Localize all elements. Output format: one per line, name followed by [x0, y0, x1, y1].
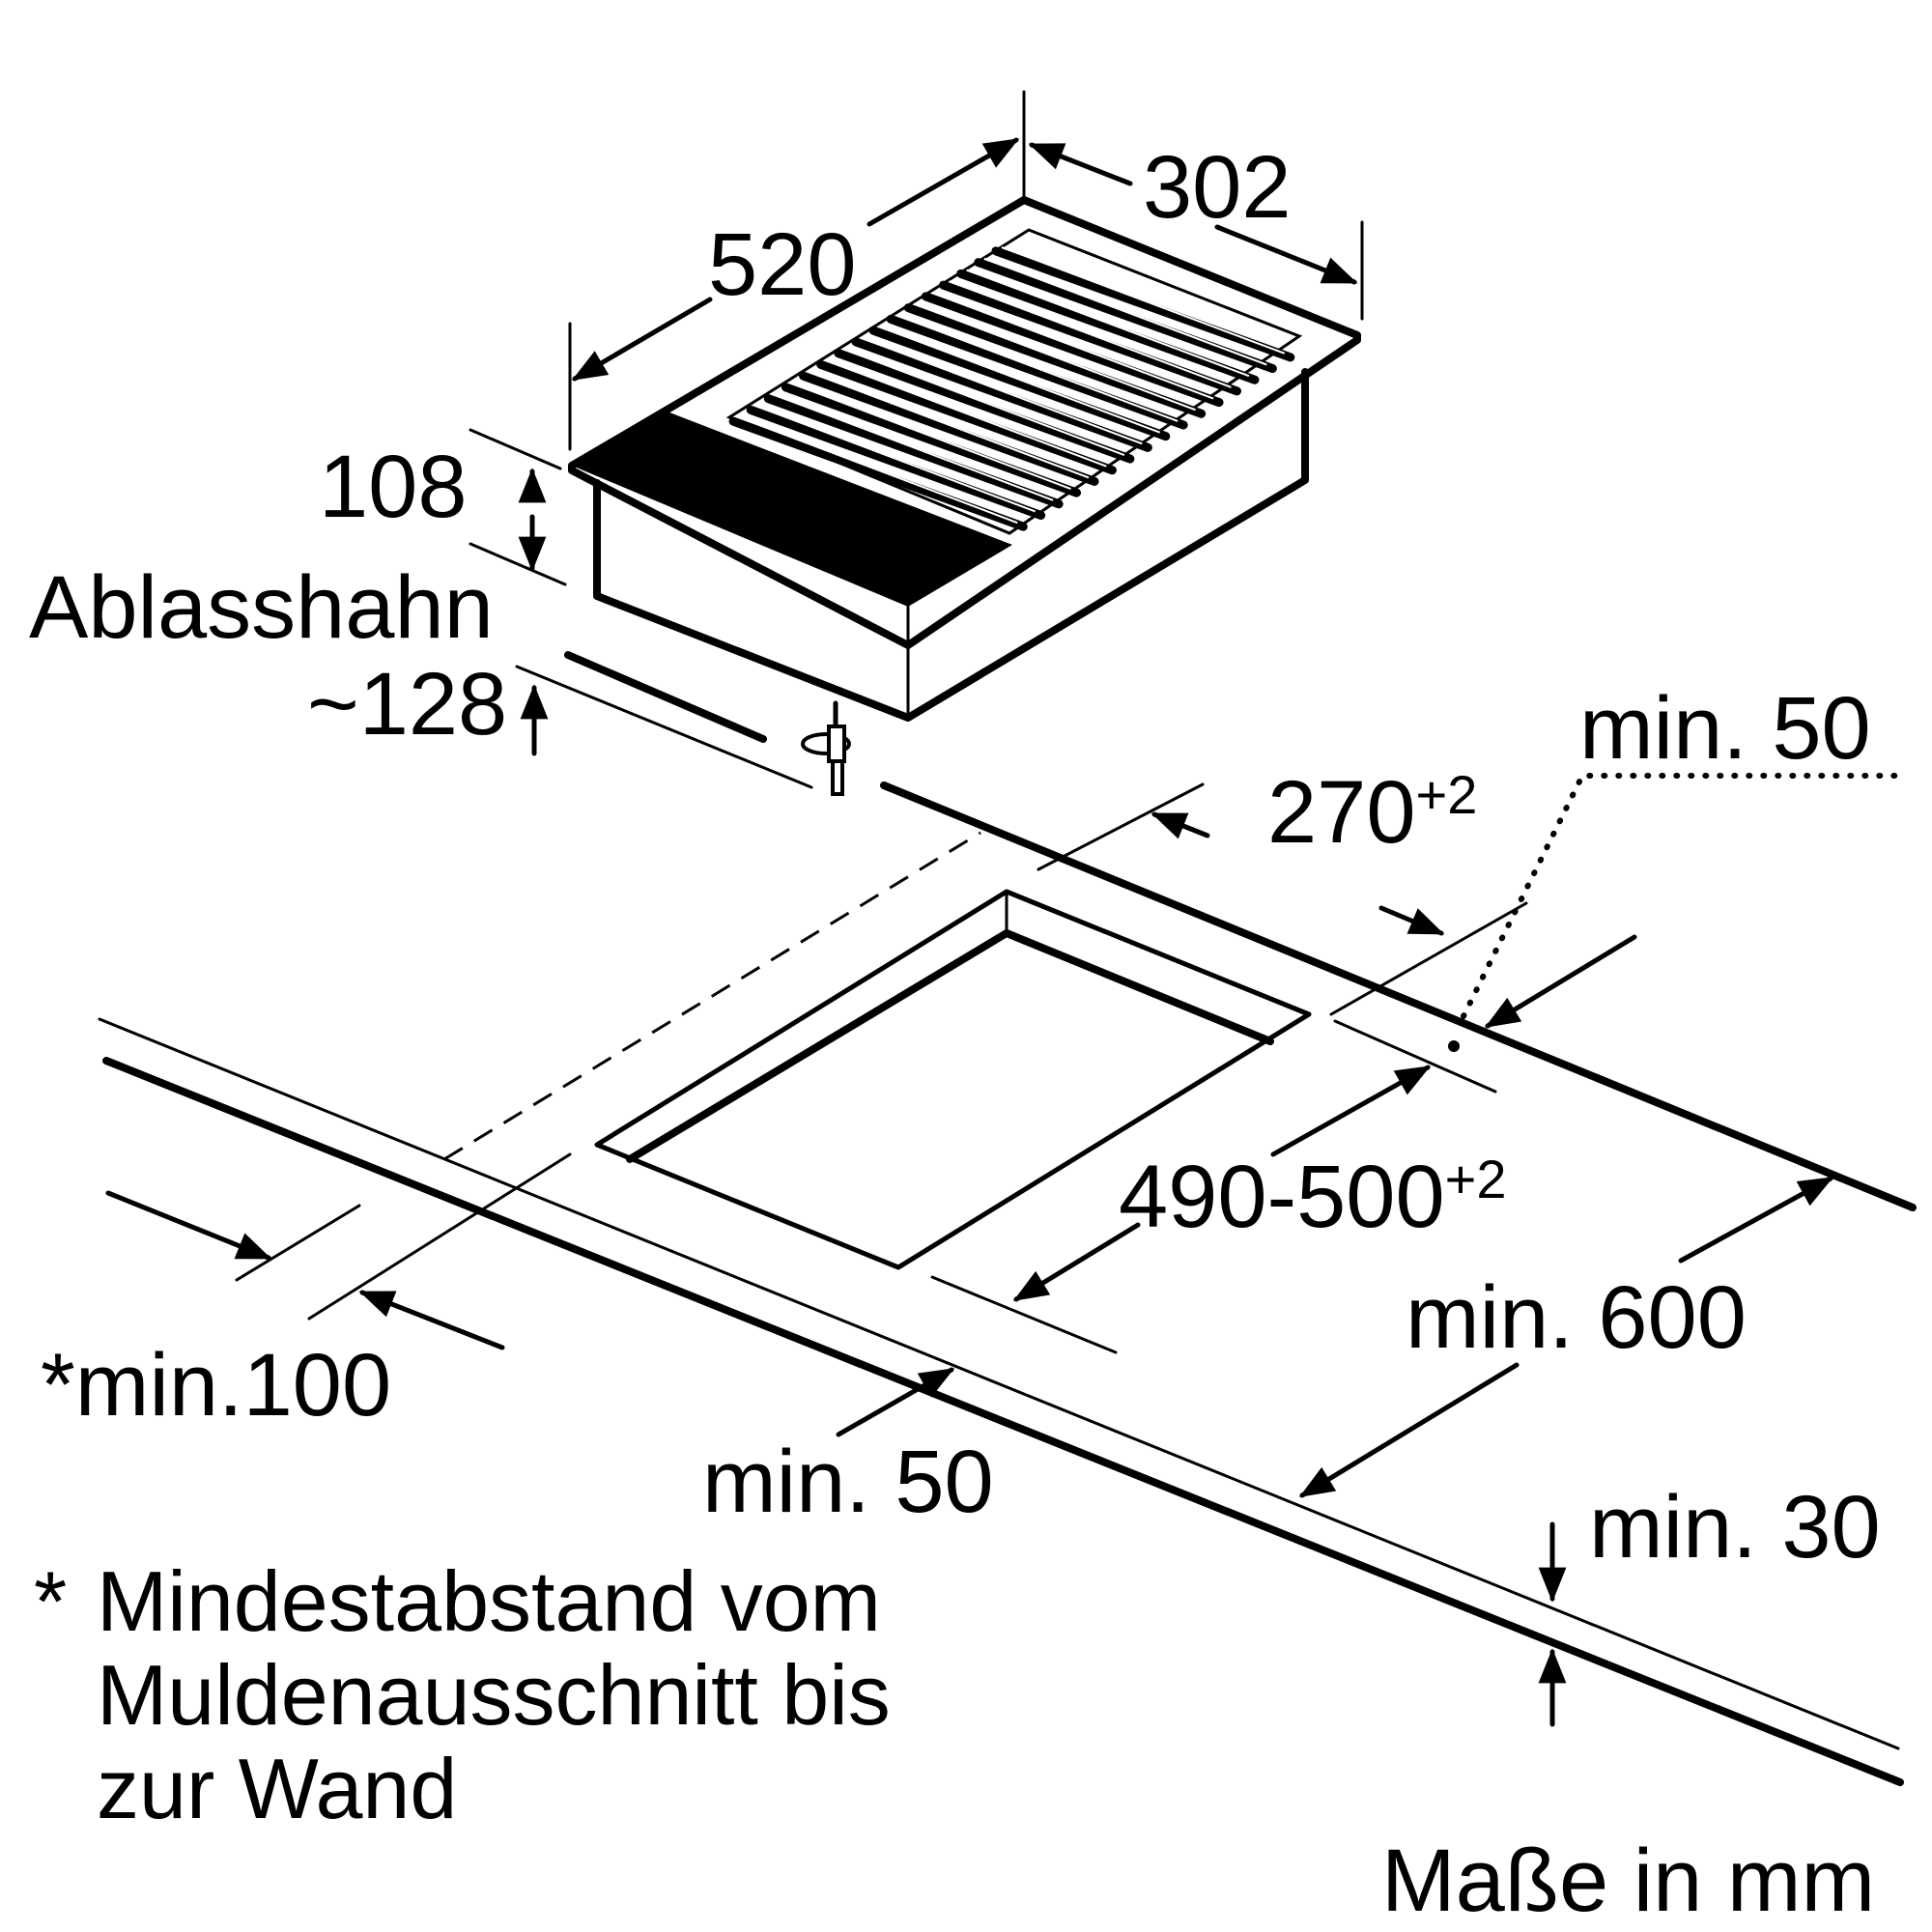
grill-bar-highlight [913, 302, 1196, 412]
label-cutout-depth: 490-500+2 [1119, 1148, 1507, 1246]
footnote-line-1: Mindestabstand vom [97, 1553, 881, 1649]
grill-bar-highlight [843, 348, 1125, 456]
grill-grate-frame [725, 228, 1303, 535]
grill-bar-highlight [878, 326, 1161, 434]
grill-bar-highlight [931, 291, 1214, 400]
grill-bar [939, 280, 1241, 396]
label-worktop-thickness: min. 30 [1589, 1478, 1881, 1577]
grill-bar-highlight [738, 416, 1018, 525]
grill-bar [921, 292, 1224, 408]
units-note: Maße in mm [1381, 1832, 1875, 1930]
label-rear-clearance: min. 50 [1579, 679, 1871, 778]
grill-bar [799, 371, 1099, 486]
control-panel [572, 411, 1012, 607]
grill-appliance [568, 196, 1361, 722]
grill-bar [728, 416, 1028, 531]
grill-bar-highlight [966, 269, 1250, 378]
grill-bar-highlight [895, 314, 1179, 422]
label-cutout-width: 270+2 [1267, 763, 1477, 862]
grill-bar-highlight [755, 405, 1037, 513]
cutout [594, 889, 1312, 1270]
footnote-line-3: zur Wand [97, 1741, 457, 1836]
label-drain-height: ~128 [307, 655, 507, 753]
grill-bar [763, 394, 1064, 509]
grill-bar-highlight [809, 371, 1090, 479]
grill-bar-highlight [773, 393, 1054, 501]
label-drain: Ablasshahn [29, 558, 494, 657]
grill-bar [851, 337, 1152, 452]
grill-bar [746, 405, 1046, 520]
grill-bar [834, 349, 1135, 464]
grill-bar [974, 258, 1277, 374]
grill-bar-highlight [983, 257, 1267, 366]
footnote-line-2: Muldenausschnitt bis [97, 1647, 891, 1743]
grill-bar [903, 303, 1207, 418]
footnote-marker: * [34, 1553, 67, 1649]
grill-bar [868, 326, 1171, 441]
grill-bar [781, 383, 1082, 497]
grill-bar [956, 269, 1260, 384]
grill-bar-highlight [861, 336, 1143, 445]
grill-bar-highlight [949, 280, 1232, 388]
cutout-dimension-lines [105, 773, 1901, 1727]
grill-bar [991, 246, 1295, 362]
grill-bar [816, 359, 1117, 475]
worktop [98, 651, 1917, 1786]
grill-bar-highlight [1001, 245, 1286, 355]
label-108: 108 [319, 438, 468, 536]
label-front-clearance: min. 50 [702, 1433, 994, 1531]
appliance-dimension-lines [469, 90, 1364, 789]
label-520: 520 [708, 215, 857, 314]
grill-bar [886, 314, 1188, 430]
label-worktop-depth: min. 600 [1406, 1268, 1747, 1367]
grill-bars [728, 245, 1295, 531]
footnote: * Mindestabstand vom Muldenausschnitt bi… [34, 1553, 891, 1836]
grill-bar-highlight [826, 359, 1107, 468]
label-side-clearance: *min.100 [41, 1336, 391, 1435]
label-302: 302 [1143, 138, 1292, 237]
drain-valve-icon [801, 700, 851, 796]
grill-bar-highlight [791, 382, 1071, 491]
